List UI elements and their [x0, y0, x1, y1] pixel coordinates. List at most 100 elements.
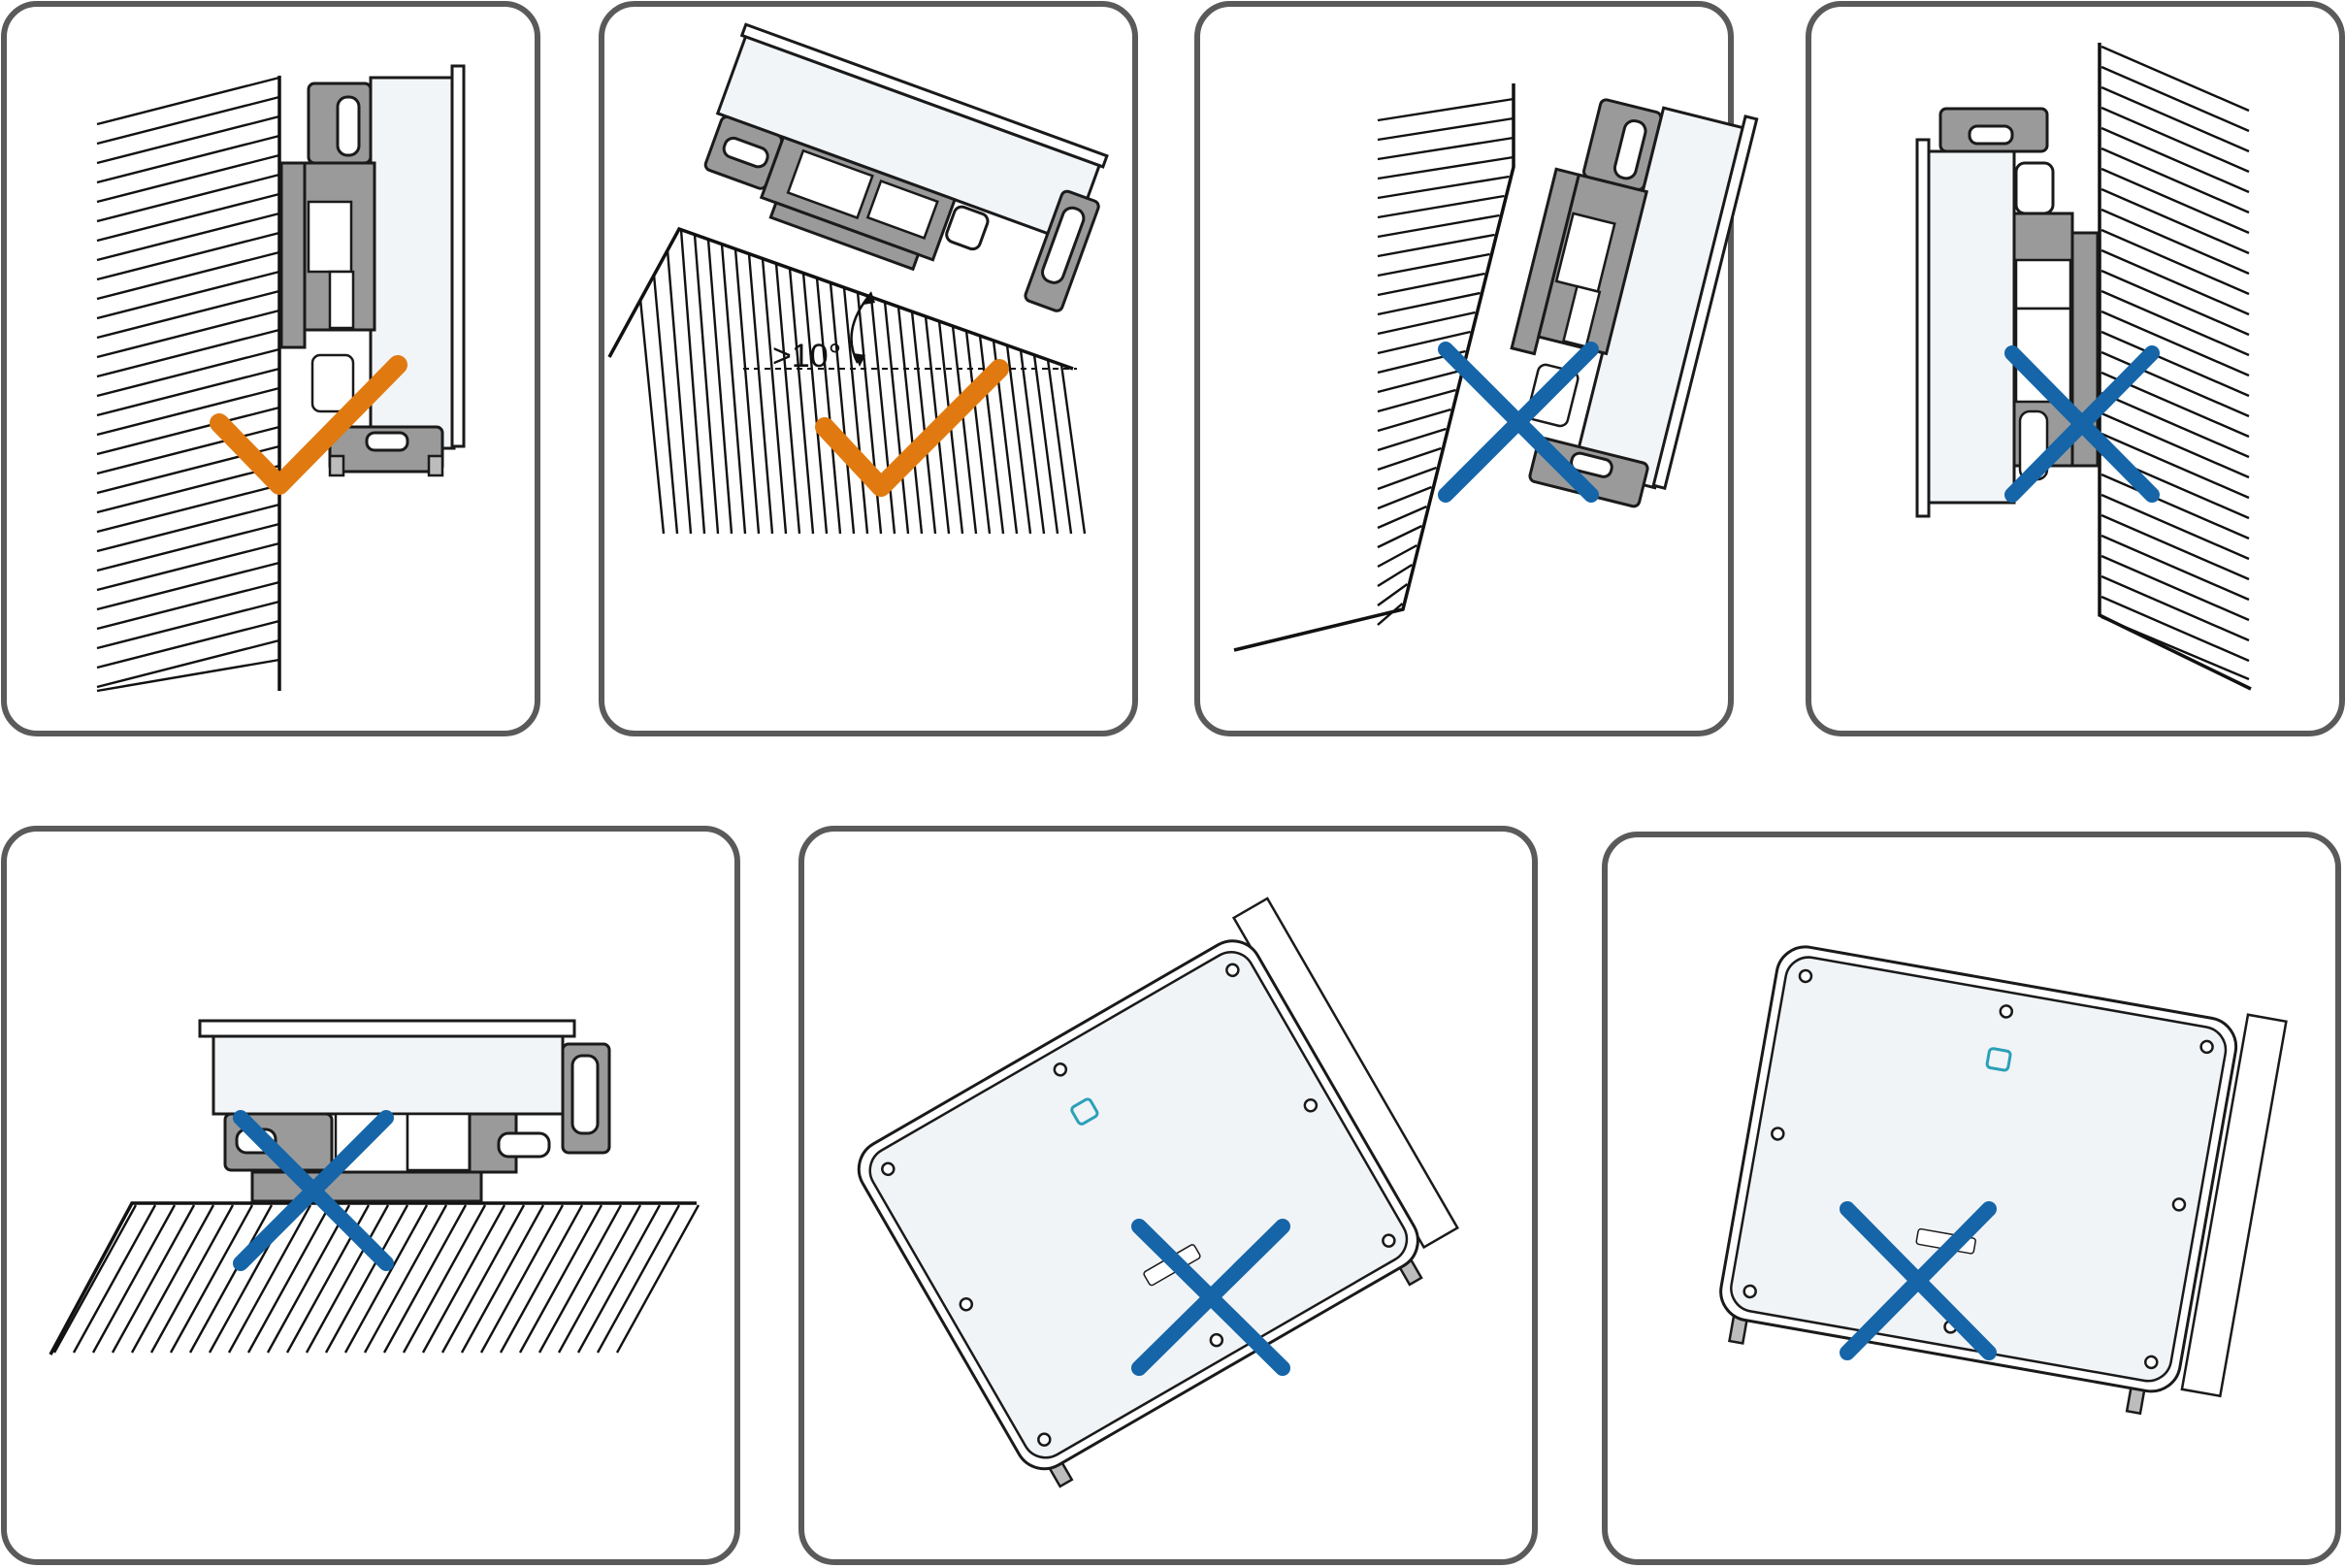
hatch-line — [788, 268, 815, 535]
hatch-line — [1377, 543, 1418, 569]
hatch-line — [96, 153, 280, 204]
hatch-line — [96, 619, 280, 670]
hatch-line — [2101, 187, 2250, 255]
hatch-line — [1377, 427, 1447, 452]
hatch-line — [1377, 116, 1514, 142]
hatch-line — [96, 95, 280, 146]
hatch-line — [402, 1204, 487, 1354]
cross-icon — [1438, 342, 1599, 503]
hatch-line — [96, 503, 280, 553]
hatch-line — [1377, 583, 1409, 606]
inverter-tilted-view — [703, 22, 1109, 312]
hatch-line — [324, 1204, 409, 1354]
inverter-front-view — [857, 897, 1459, 1488]
hatch-line — [1377, 233, 1495, 258]
angle-arc — [850, 292, 872, 364]
hatch-line — [246, 1204, 332, 1354]
hatch-line — [2101, 391, 2250, 459]
inverter-front-view — [1719, 945, 2288, 1416]
check-icon — [815, 359, 1009, 497]
hatch-line — [706, 239, 733, 535]
hatch-line — [964, 330, 992, 535]
hatch-line — [96, 76, 280, 126]
hatch-line — [1377, 524, 1423, 549]
hatch-line — [910, 310, 937, 535]
hatch-line — [883, 301, 910, 535]
hatch-line — [652, 274, 679, 535]
hatch-line — [266, 1204, 351, 1354]
hatch-line — [382, 1204, 468, 1354]
hatch-line — [130, 1204, 215, 1354]
hatch-line — [111, 1204, 196, 1354]
hatch-line — [1019, 349, 1046, 535]
hatch-line — [96, 483, 280, 534]
hatch-line — [2101, 85, 2250, 153]
hatch-line — [96, 114, 280, 165]
hatch-line — [2101, 167, 2250, 235]
hatch-line — [1377, 310, 1476, 336]
hatch-line — [343, 1204, 429, 1354]
hatch-line — [96, 638, 280, 689]
hatch-line — [1377, 563, 1414, 588]
hatch-line — [96, 561, 280, 611]
cross-icon — [1131, 1219, 1290, 1376]
hatch-line — [2101, 330, 2250, 398]
hatch-line — [96, 522, 280, 572]
hatch-line — [2101, 208, 2250, 276]
hatch-line — [829, 282, 856, 535]
hatch-line — [363, 1204, 448, 1354]
hatch-line — [2101, 289, 2250, 357]
hatch-line — [1032, 354, 1059, 535]
hatch-line — [479, 1204, 565, 1354]
hatch-line — [96, 347, 280, 398]
hatch-line — [1377, 194, 1505, 219]
hatch-line — [96, 658, 280, 693]
hatch-line — [1377, 388, 1456, 413]
hatch-line — [1046, 359, 1073, 535]
hatch-line — [169, 1204, 254, 1354]
hatch-line — [1377, 330, 1471, 355]
hatch-line — [801, 273, 829, 535]
hatch-line — [96, 600, 280, 650]
hatch-line — [1377, 97, 1514, 122]
hatch-line — [2101, 534, 2250, 602]
cross-icon — [233, 1110, 394, 1271]
inclined-surface-hatching — [607, 226, 1087, 535]
hatch-line — [96, 173, 280, 223]
hatch-line — [2101, 432, 2250, 500]
status-indicator — [1985, 1047, 2012, 1072]
hatch-line — [305, 1204, 390, 1354]
hatch-line — [149, 1204, 235, 1354]
hatch-line — [96, 367, 280, 417]
hatch-line — [1377, 155, 1514, 180]
hatch-line — [1377, 466, 1437, 491]
hatch-line — [747, 253, 774, 535]
hatch-line — [2101, 65, 2250, 133]
hatch-line — [96, 270, 280, 320]
hatch-line — [2101, 269, 2250, 337]
hatch-line — [1005, 344, 1032, 535]
hatch-line — [227, 1204, 312, 1354]
hatch-line — [2101, 615, 2250, 681]
hatch-line — [774, 263, 801, 535]
panel-vertical-wall — [1, 1, 540, 736]
angle-label: >10° — [772, 338, 841, 375]
hatch-line — [96, 192, 280, 243]
hatch-line — [1377, 603, 1404, 626]
panel-tilted-back: >10° — [599, 1, 1138, 736]
wall-hatching — [96, 76, 281, 693]
hatch-line — [96, 328, 280, 378]
hatch-line — [557, 1204, 642, 1354]
hatch-line — [576, 1204, 662, 1354]
hatch-line — [1377, 213, 1500, 239]
hatch-line — [666, 249, 693, 535]
panel-tilted-forward — [1194, 1, 1759, 736]
hatch-line — [869, 296, 896, 535]
hatch-line — [679, 229, 706, 535]
hatch-line — [693, 234, 720, 535]
hatch-line — [2101, 411, 2250, 479]
hatch-line — [2101, 473, 2250, 540]
hatch-line — [72, 1204, 157, 1354]
hatch-line — [2101, 228, 2250, 296]
hatch-line — [96, 309, 280, 359]
